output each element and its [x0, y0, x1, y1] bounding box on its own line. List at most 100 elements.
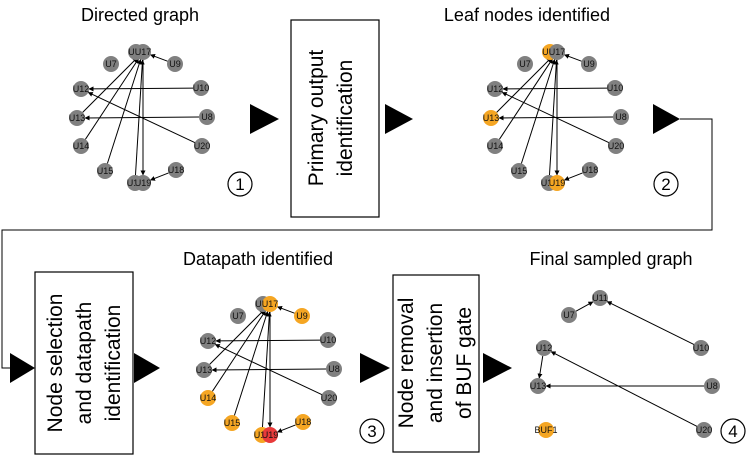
node-label: U8 — [201, 112, 213, 122]
node-u15: U15 — [224, 415, 240, 431]
edge-u16-u17 — [548, 59, 559, 176]
node-u14: U14 — [487, 138, 503, 154]
step-number-3: 3 — [367, 422, 376, 441]
node-label: U12 — [200, 336, 217, 346]
node-u10: U10 — [607, 80, 624, 96]
node-label: U7 — [563, 310, 575, 320]
node-label: U17 — [549, 47, 566, 57]
panel-title-3: Datapath identified — [183, 249, 333, 269]
edge-u13-u17 — [496, 57, 552, 113]
edge-u18-u19 — [149, 172, 169, 181]
node-circle — [200, 333, 216, 349]
node-u7: U7 — [517, 56, 533, 72]
node-circle — [607, 80, 623, 96]
node-label: U8 — [706, 381, 718, 391]
node-label: U8 — [615, 112, 627, 122]
node-circle — [613, 109, 629, 125]
process-box-1-line-1: Primary output — [305, 50, 328, 187]
node-u8: U8 — [613, 109, 629, 125]
node-label: U19 — [262, 430, 279, 440]
node-label: U20 — [194, 141, 211, 151]
edge-u13-u17 — [82, 57, 138, 113]
edge-u18-u19 — [276, 424, 296, 433]
node-label: U10 — [320, 335, 337, 345]
node-u7: U7 — [103, 56, 119, 72]
node-label: U13 — [530, 381, 547, 391]
flow-arrow-6 — [360, 353, 390, 383]
node-u20: U20 — [194, 138, 211, 154]
node-u17: U17 — [549, 44, 566, 60]
panel-title-1: Directed graph — [81, 5, 199, 25]
node-u17: U17 — [135, 44, 152, 60]
node-circle — [608, 138, 624, 154]
node-label: BUF1 — [534, 425, 557, 435]
node-label: U18 — [295, 417, 312, 427]
node-label: U20 — [608, 141, 625, 151]
node-circle — [262, 296, 278, 312]
node-label: U10 — [607, 83, 624, 93]
node-label: U12 — [487, 84, 504, 94]
node-u20: U20 — [321, 390, 338, 406]
edge-u16-u17 — [134, 59, 145, 176]
node-circle — [511, 163, 527, 179]
node-label: U17 — [135, 47, 152, 57]
node-circle — [487, 81, 503, 97]
node-u13: U13 — [483, 110, 499, 126]
node-u20: U20 — [696, 422, 713, 438]
node-u13: U13 — [530, 378, 547, 394]
process-box-primary-output: Primary output identification — [290, 19, 380, 218]
node-label: U14 — [73, 141, 90, 151]
node-u17: U17 — [262, 296, 278, 312]
node-label: U15 — [97, 166, 114, 176]
panel-title-4: Final sampled graph — [529, 249, 692, 269]
process-box-3-line-2: and insertion — [424, 303, 447, 423]
node-circle — [487, 138, 503, 154]
node-circle — [196, 362, 212, 378]
node-u13: U13 — [69, 110, 85, 126]
node-circle — [549, 44, 565, 60]
node-label: U10 — [693, 343, 710, 353]
node-u15: U15 — [97, 163, 114, 179]
process-box-node-removal: Node removal and insertion of BUF gate — [392, 274, 480, 453]
node-circle — [326, 361, 342, 377]
node-u8: U8 — [326, 361, 342, 377]
node-label: U7 — [519, 59, 531, 69]
edge-u14-u17 — [498, 58, 554, 140]
node-circle — [693, 340, 709, 356]
node-label: U20 — [321, 393, 338, 403]
node-circle — [199, 109, 215, 125]
edge-u20-u12 — [87, 91, 195, 144]
edge-u20-u12 — [214, 343, 322, 396]
node-buf1: BUF1 — [534, 422, 558, 438]
node-circle — [103, 56, 119, 72]
node-u14: U14 — [200, 390, 216, 406]
node-u10: U10 — [320, 332, 337, 348]
node-label: U18 — [168, 165, 185, 175]
node-label: U20 — [696, 425, 713, 435]
node-label: U19 — [135, 178, 152, 188]
node-circle — [135, 44, 151, 60]
node-u19: U19 — [262, 427, 279, 443]
flow-arrow-7 — [483, 353, 512, 383]
node-u18: U18 — [168, 162, 185, 178]
edge-u15-u17 — [233, 311, 269, 416]
edge-u9-u17 — [277, 306, 295, 314]
node-circle — [581, 56, 597, 72]
node-u10: U10 — [693, 340, 710, 356]
node-u7: U7 — [561, 307, 577, 323]
node-circle — [561, 307, 577, 323]
step-badge-2: 2 — [653, 171, 679, 197]
process-box-node-selection: Node selection and datapath identificati… — [34, 271, 134, 455]
node-circle — [483, 110, 499, 126]
node-circle — [135, 175, 151, 191]
step-number-4: 4 — [728, 422, 737, 441]
flow-arrow-5 — [134, 353, 160, 383]
process-box-2-line-1: Node selection — [44, 294, 67, 433]
node-circle — [73, 81, 89, 97]
node-circle — [69, 110, 85, 126]
step-badge-4: 4 — [720, 418, 746, 444]
node-circle — [321, 390, 337, 406]
node-u18: U18 — [295, 414, 312, 430]
node-u9: U9 — [581, 56, 597, 72]
